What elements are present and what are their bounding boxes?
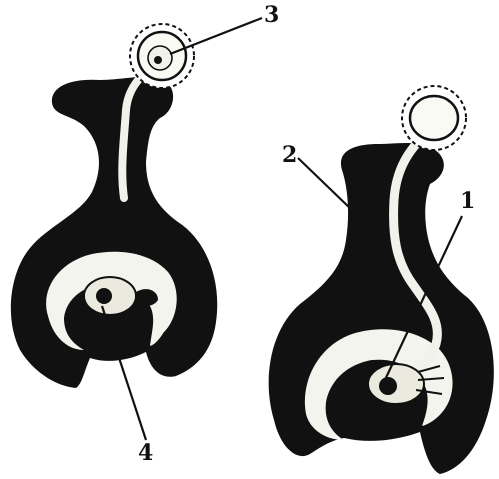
label-3: 3 [264,2,279,28]
left-egg-nucleus [96,288,112,304]
label-2: 2 [282,142,297,168]
label-4: 4 [138,440,153,466]
right-pollen-grain [402,86,466,150]
right-pistil [269,86,494,474]
left-pistil [11,24,217,388]
left-pollen-grain [130,24,194,88]
label-1: 1 [460,188,475,214]
right-egg-nucleus [379,377,397,395]
